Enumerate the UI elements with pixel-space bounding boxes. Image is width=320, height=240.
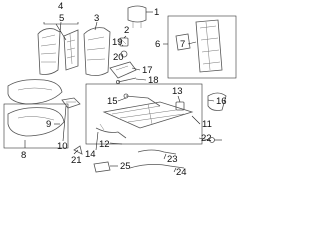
callout-numbers: 1 2 3 4 5 6 7 8 9 10 11 12 13 14 15 16 1… [21,1,227,178]
seatback-frame [195,19,223,73]
seatback-frame-cover [63,29,79,71]
leader-lines [24,11,215,173]
callout-8: 8 [21,150,26,161]
seat-parts-diagram: 1 2 3 4 5 6 7 8 9 10 11 12 13 14 15 16 1… [3,1,237,178]
seat-frame-harness [95,123,127,139]
callout-1: 1 [154,7,159,18]
callout-13: 13 [172,86,183,97]
lower-bracket [93,161,111,173]
callout-17: 17 [142,65,153,76]
seatback-frame-bracket [175,33,191,51]
callout-2: 2 [124,25,129,36]
callout-4: 4 [58,1,63,12]
callout-14: 14 [85,149,96,160]
seat-frame-lever [123,93,161,107]
seat-cushion-pad [7,79,63,105]
callout-9: 9 [46,119,51,130]
cushion-group-box [3,103,69,149]
lower-harness [137,149,177,155]
diagram-canvas: 1 2 3 4 5 6 7 8 9 10 11 12 13 14 15 16 1… [3,1,237,178]
callout-18: 18 [148,75,159,86]
callout-15: 15 [107,96,118,107]
recliner-bolt [116,77,137,85]
callout-20: 20 [113,52,124,63]
headrest [127,5,147,28]
seat-frame [102,101,194,129]
callout-10: 10 [57,141,68,152]
callout-19: 19 [112,37,123,48]
callout-7: 7 [180,39,185,50]
lower-cable [129,164,185,169]
callout-25: 25 [120,161,131,172]
callout-16: 16 [216,96,227,107]
seat-cushion-cover [7,107,65,137]
callout-12: 12 [99,139,110,150]
callout-5: 5 [59,13,64,24]
callout-6: 6 [155,39,160,50]
callout-21: 21 [71,155,82,166]
seatback-pad [83,27,111,76]
cushion-wire [61,97,81,109]
seat-frame-group-box [85,83,203,145]
callout-23: 23 [167,154,178,165]
callout-3: 3 [94,13,99,24]
recliner-cover [109,61,137,79]
seatback-cover [37,28,61,75]
seatback-frame-group-box [167,15,237,79]
callout-22: 22 [201,133,212,144]
callout-11: 11 [202,119,212,130]
side-cover [207,92,227,111]
clip [120,50,128,58]
callout-24: 24 [176,167,187,178]
cushion-clip [73,145,83,155]
